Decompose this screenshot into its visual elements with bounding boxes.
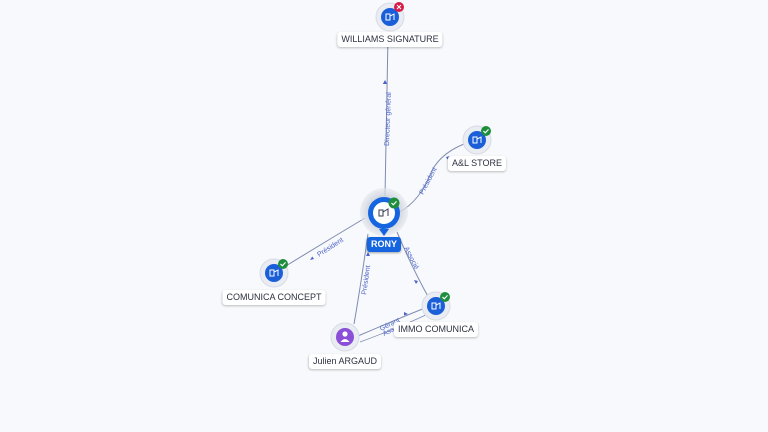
arrow-comunica-rony xyxy=(310,256,314,260)
label-immo-comunica[interactable]: IMMO COMUNICA xyxy=(394,322,478,337)
edge-label-williams-rony: Directeur général xyxy=(384,92,393,146)
check-icon xyxy=(388,197,400,209)
building-icon xyxy=(378,208,389,217)
node-rony[interactable] xyxy=(360,188,408,236)
edge-label-julien-rony: Président xyxy=(361,265,372,295)
node-julien-argaud[interactable] xyxy=(330,322,360,352)
arrow-julien-rony xyxy=(366,252,370,256)
x-icon xyxy=(394,2,404,12)
edge-al-store-rony[interactable] xyxy=(399,139,477,213)
building-icon xyxy=(472,136,482,144)
arrow-immo-rony xyxy=(414,280,418,284)
check-icon xyxy=(481,126,491,136)
label-al-store[interactable]: A&L STORE xyxy=(447,156,507,171)
person-icon xyxy=(340,331,350,342)
arrow-julien-immo xyxy=(404,312,408,316)
label-rony[interactable]: RONY xyxy=(366,237,402,252)
node-williams-signature[interactable] xyxy=(375,2,405,32)
label-comunica-concept[interactable]: COMUNICA CONCEPT xyxy=(222,290,326,305)
edge-comunica-rony[interactable] xyxy=(275,217,366,273)
edge-julien-rony[interactable] xyxy=(353,233,369,325)
edge-williams-rony[interactable] xyxy=(384,35,389,197)
building-icon xyxy=(385,13,395,21)
edge-label-al-store-rony: Président xyxy=(419,166,439,195)
check-icon xyxy=(440,292,450,302)
edge-label-immo-rony: Associé xyxy=(402,246,419,271)
node-comunica-concept[interactable] xyxy=(259,258,289,288)
node-al-store[interactable] xyxy=(462,125,492,155)
edge-julien-immo[interactable] xyxy=(357,307,426,337)
edge-label-julien-immo-2: Ass xyxy=(382,326,396,338)
building-icon xyxy=(431,302,441,310)
arrow-williams-rony xyxy=(382,80,388,84)
building-icon xyxy=(269,269,279,277)
label-julien-argaud[interactable]: Julien ARGAUD xyxy=(308,354,382,369)
node-immo-comunica[interactable] xyxy=(421,291,451,321)
label-williams-signature[interactable]: WILLIAMS SIGNATURE xyxy=(337,32,443,47)
edge-label-comunica-rony: Président xyxy=(316,237,345,259)
check-icon xyxy=(278,259,288,269)
